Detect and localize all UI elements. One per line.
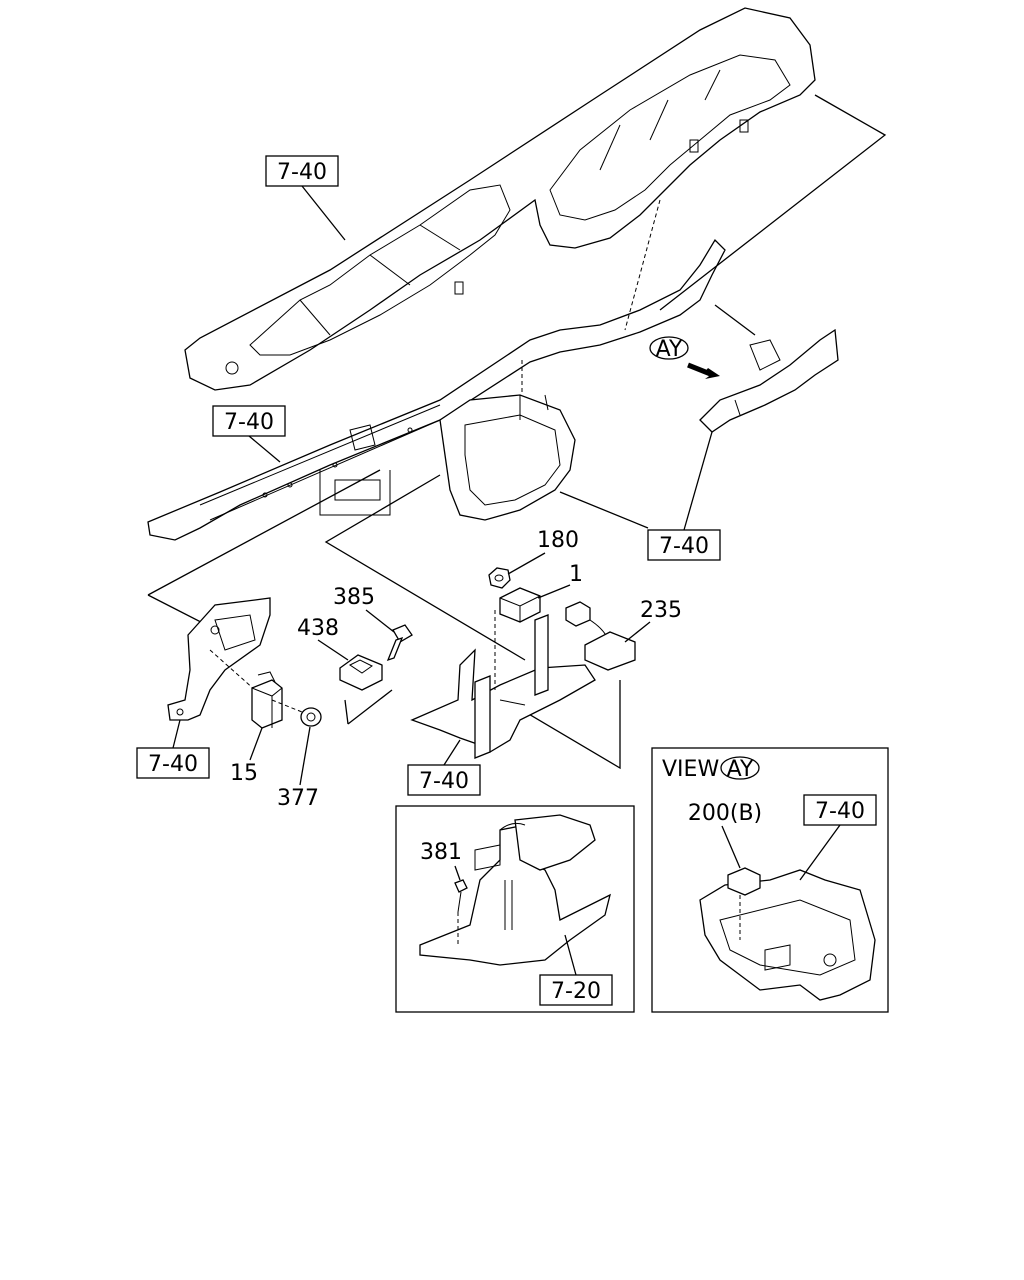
view-ay-inset-marker: AY [727,757,754,782]
ref-label-left-bracket: 7-40 [136,719,210,779]
view-ay-inset-title: VIEW [662,757,719,782]
view-ay-marker-text: AY [656,337,683,362]
part-1-module: 1 [499,562,583,623]
ref-label-right-bracket: 7-40 [559,431,721,561]
part-385-label: 385 [333,585,375,610]
part-180-nut: 180 [488,528,579,589]
view-ay-marker: AY [649,336,720,379]
part-15-module: 15 [230,671,283,786]
part-235-label: 235 [640,598,682,623]
part-438-label: 438 [297,616,339,641]
part-385-bolt: 385 [333,585,413,662]
part-1-label: 1 [569,562,583,587]
part-15-label: 15 [230,761,258,786]
ref-label-dashboard-text: 7-40 [277,160,327,185]
ref-label-left-bracket-text: 7-40 [148,752,198,777]
left-lower-bracket [167,597,271,721]
part-377-label: 377 [277,786,319,811]
part-438-sensor: 438 [297,616,383,691]
part-235-harness: 235 [565,598,682,671]
ref-label-crossmember-text: 7-40 [224,410,274,435]
part-381-label: 381 [420,840,462,865]
ref-label-shift-inset-text: 7-20 [551,979,601,1004]
ref-label-crossmember: 7-40 [212,405,286,463]
ref-label-view-inset-text: 7-40 [815,799,865,824]
part-180-label: 180 [537,528,579,553]
center-lower-bracket [410,610,596,759]
view-ay-inset: VIEW AY 200(B) 7-40 [651,747,889,1013]
crossmember-beam [147,238,726,541]
part-377-nut: 377 [271,699,322,811]
ref-label-dashboard: 7-40 [265,155,346,241]
dashboard-panel [184,7,816,391]
part-200b-label: 200(B) [688,801,762,826]
ref-label-center-bracket-text: 7-40 [419,769,469,794]
center-stay-frame [439,394,576,521]
right-side-bracket [699,328,839,433]
ref-label-center-bracket: 7-40 [407,739,481,796]
shift-lever-inset: 381 7-20 [395,805,635,1013]
ref-label-right-bracket-text: 7-40 [659,534,709,559]
